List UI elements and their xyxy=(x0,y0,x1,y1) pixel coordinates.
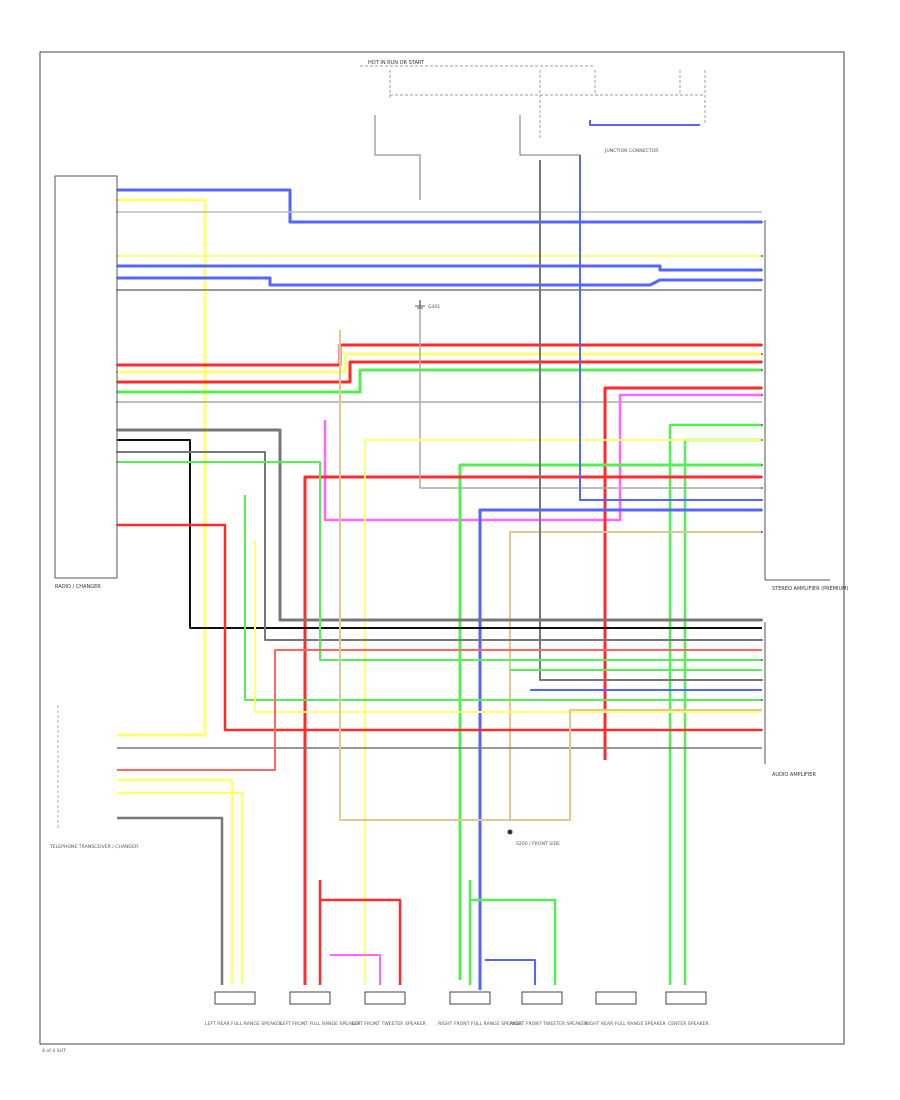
speaker-icon xyxy=(214,991,256,1005)
svg-text:RADIO / CHANGER: RADIO / CHANGER xyxy=(55,584,101,590)
wire-harness xyxy=(117,115,762,990)
svg-text:LEFT REAR FULL RANGE SPEAKER: LEFT REAR FULL RANGE SPEAKER xyxy=(205,1021,283,1027)
splice-point xyxy=(507,829,513,835)
bottom-left-connector: TELEPHONE TRANSCEIVER / CHANGER xyxy=(49,705,139,850)
svg-text:RIGHT FRONT FULL RANGE SPEAKER: RIGHT FRONT FULL RANGE SPEAKER xyxy=(438,1021,523,1027)
junction-label: JUNCTION CONNECTOR xyxy=(604,148,659,154)
fuse-box-outline xyxy=(360,65,706,140)
top-note: HOT IN RUN OR START xyxy=(368,60,425,66)
svg-text:RIGHT FRONT TWEETER SPEAKER: RIGHT FRONT TWEETER SPEAKER xyxy=(510,1021,588,1027)
speaker-icon xyxy=(364,991,406,1005)
radio-pins xyxy=(116,189,118,526)
diagram-border xyxy=(39,51,845,1045)
speaker-right-tweeter: RIGHT FRONT TWEETER SPEAKER xyxy=(510,991,588,1027)
speaker-icon xyxy=(289,991,331,1005)
audio-amplifier: AUDIO AMPLIFIER xyxy=(764,622,816,778)
svg-text:CENTER SPEAKER: CENTER SPEAKER xyxy=(668,1021,710,1027)
svg-text:RIGHT REAR FULL RANGE SPEAKER: RIGHT REAR FULL RANGE SPEAKER xyxy=(585,1021,666,1027)
speaker-icon xyxy=(521,991,563,1005)
speaker-icon xyxy=(449,991,491,1005)
svg-text:AUDIO AMPLIFIER: AUDIO AMPLIFIER xyxy=(772,772,816,778)
splice-note: S200 / FRONT SIDE xyxy=(516,841,560,847)
speaker-left-tweeter: LEFT FRONT TWEETER SPEAKER xyxy=(352,991,427,1027)
speaker-left-front: LEFT FRONT FULL RANGE SPEAKER xyxy=(280,991,361,1027)
amplifier-pins xyxy=(761,221,763,731)
ground-label: G401 xyxy=(428,304,440,310)
speaker-right-rear: RIGHT REAR FULL RANGE SPEAKER xyxy=(585,991,666,1027)
speaker-right-front: RIGHT FRONT FULL RANGE SPEAKER xyxy=(438,991,523,1027)
sheet-label: 4 of 4 SHT xyxy=(42,1048,66,1054)
svg-text:LEFT FRONT TWEETER SPEAKER: LEFT FRONT TWEETER SPEAKER xyxy=(352,1021,427,1027)
speaker-left-rear: LEFT REAR FULL RANGE SPEAKER xyxy=(205,991,283,1027)
stereo-amplifier: STEREO AMPLIFIER (PREMIUM) xyxy=(764,220,848,592)
ground-icon xyxy=(415,300,425,309)
radio-unit: RADIO / CHANGER xyxy=(54,175,118,590)
svg-text:LEFT FRONT FULL RANGE SPEAKER: LEFT FRONT FULL RANGE SPEAKER xyxy=(280,1021,361,1027)
speaker-center: CENTER SPEAKER xyxy=(665,991,710,1027)
speaker-icon xyxy=(595,991,637,1005)
svg-text:TELEPHONE TRANSCEIVER / CHANGE: TELEPHONE TRANSCEIVER / CHANGER xyxy=(49,844,139,850)
speaker-icon xyxy=(665,991,707,1005)
svg-text:STEREO AMPLIFIER (PREMIUM): STEREO AMPLIFIER (PREMIUM) xyxy=(772,586,848,592)
